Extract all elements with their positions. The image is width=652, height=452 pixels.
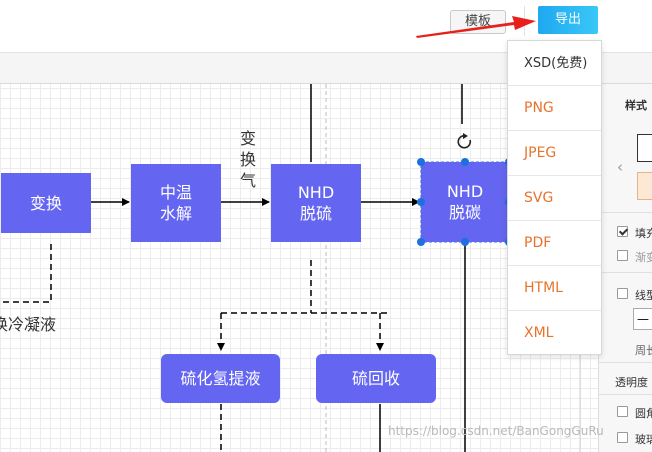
node-hydrolysis-line2: 水解 [159, 204, 192, 223]
label-condensate[interactable]: 换冷凝液 [0, 315, 57, 334]
format-panel: 样式 ‹ 填充 渐变 线型 — 周长 透明度 圆角 玻璃 [598, 84, 652, 452]
gradient-checkbox[interactable] [617, 250, 628, 261]
chevron-left-icon[interactable]: ‹ [617, 158, 623, 176]
opacity-label: 透明度 [615, 376, 648, 389]
panel-style-label: 样式 [625, 99, 647, 112]
export-pdf[interactable]: PDF [508, 221, 601, 266]
panel-divider [599, 272, 652, 273]
node-nhd-desulf-line1: NHD [297, 183, 335, 202]
glass-label: 玻璃 [635, 433, 652, 446]
node-nhd-decarb[interactable]: NHD 脱碳 [421, 162, 509, 242]
rounded-checkbox[interactable] [617, 406, 628, 417]
gradient-label: 渐变 [635, 251, 652, 264]
export-jpeg[interactable]: JPEG [508, 131, 601, 176]
node-shift[interactable]: 变换 [1, 173, 91, 233]
panel-divider [599, 362, 652, 363]
export-png[interactable]: PNG [508, 86, 601, 131]
node-h2s-extract-label: 硫化氢提液 [180, 369, 261, 388]
node-nhd-desulf[interactable]: NHD 脱硫 [271, 164, 361, 242]
fill-label: 填充 [635, 227, 652, 240]
node-hydrolysis[interactable]: 中温 水解 [131, 164, 221, 242]
line-label: 线型 [635, 289, 652, 302]
style-swatch-orange[interactable] [637, 172, 652, 200]
export-xml[interactable]: XML [524, 325, 554, 341]
label-shift-gas-3: 气 [239, 171, 256, 190]
export-html[interactable]: HTML [508, 266, 601, 311]
node-h2s-extract[interactable]: 硫化氢提液 [161, 354, 280, 403]
node-shift-label: 变换 [29, 193, 62, 213]
node-nhd-desulf-line2: 脱硫 [299, 204, 332, 223]
label-shift-gas-1: 变 [239, 129, 256, 148]
node-sulfur-recovery[interactable]: 硫回收 [316, 354, 436, 403]
export-xsd[interactable]: XSD(免费) [508, 41, 601, 86]
fill-checkbox[interactable] [617, 226, 628, 237]
glass-checkbox[interactable] [617, 432, 628, 443]
top-toolbar: 模板 导出 [0, 0, 652, 52]
node-nhd-decarb-line1: NHD [446, 182, 484, 201]
export-button[interactable]: 导出 [538, 6, 598, 34]
export-svg[interactable]: SVG [508, 176, 601, 221]
style-swatch-white[interactable] [637, 134, 652, 162]
label-shift-gas-2: 换 [239, 150, 256, 169]
node-hydrolysis-line1: 中温 [159, 183, 192, 202]
panel-divider [599, 394, 652, 395]
label-shift-gas[interactable]: 变 换 气 [236, 128, 260, 191]
node-sulfur-recovery-label: 硫回收 [351, 369, 400, 388]
node-nhd-decarb-line2: 脱碳 [448, 203, 481, 222]
diagram-canvas[interactable]: 变换 中温 水解 NHD 脱硫 NHD 脱碳 硫化氢提液 硫回收 变 换 气 换… [0, 84, 598, 452]
red-arrow-annotation [416, 16, 536, 38]
perimeter-label: 周长 [635, 344, 652, 357]
rounded-label: 圆角 [635, 407, 652, 420]
edge-condensate[interactable] [0, 244, 52, 303]
line-checkbox[interactable] [617, 288, 628, 299]
export-menu: XSD(免费) PNG JPEG SVG PDF HTML XML [507, 40, 602, 355]
line-style-select[interactable]: — [633, 308, 652, 330]
watermark: https://blog.csdn.net/BanGongGuRu [388, 424, 604, 438]
panel-divider [599, 212, 652, 213]
